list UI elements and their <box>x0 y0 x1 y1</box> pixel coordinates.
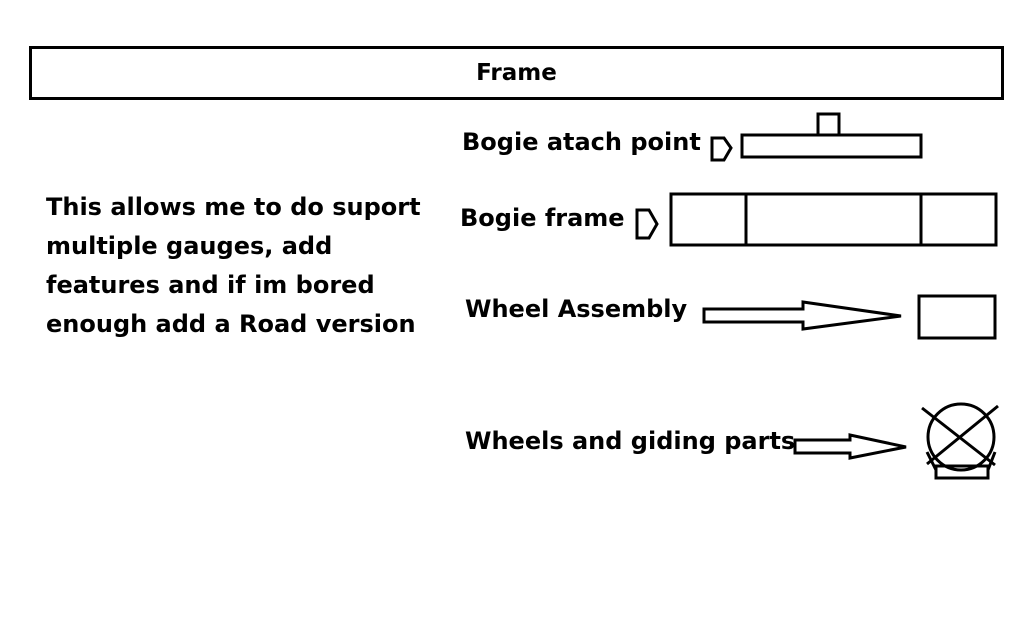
attach-point-knob <box>816 112 841 137</box>
arrow-wheels-guiding <box>793 433 907 460</box>
wheel-cross-b <box>926 404 999 466</box>
bogie-frame-box <box>669 192 998 247</box>
arrow-bogie-attach <box>710 136 733 162</box>
frame-box: Frame <box>29 46 1004 100</box>
wheel-guide-left <box>925 451 938 471</box>
wheel-base <box>934 464 990 480</box>
label-wheels-guiding: Wheels and giding parts <box>465 427 796 455</box>
label-bogie-frame: Bogie frame <box>460 204 625 232</box>
wheel-assembly-box <box>917 294 997 340</box>
wheel-circle <box>926 402 996 472</box>
label-wheel-assembly: Wheel Assembly <box>465 295 688 323</box>
frame-title: Frame <box>476 60 557 86</box>
note-text: This allows me to do suport multiple gau… <box>46 193 421 338</box>
wheel-guide-right <box>986 451 997 471</box>
arrow-bogie-frame <box>635 208 659 240</box>
label-bogie-attach-point: Bogie atach point <box>462 128 701 156</box>
attach-point-bar <box>740 133 923 159</box>
arrow-wheel-assembly <box>702 300 902 331</box>
